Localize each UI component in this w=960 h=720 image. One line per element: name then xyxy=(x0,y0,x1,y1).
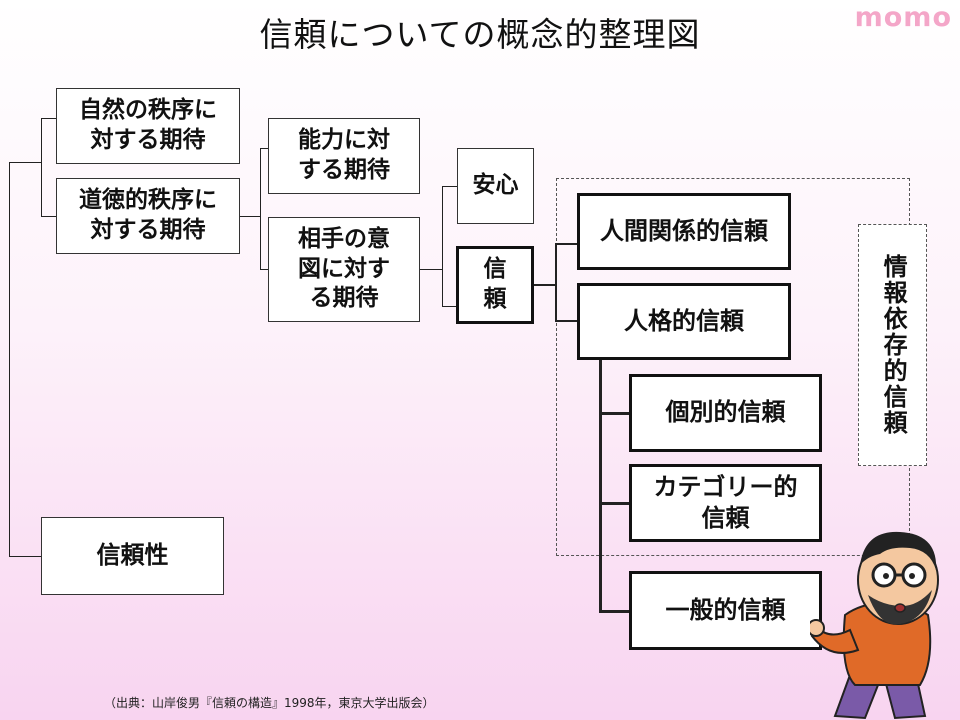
node-information-dependent-trust-label: 情報依存的信頼 xyxy=(879,254,908,436)
node-assurance-label: 安心 xyxy=(472,172,519,199)
brand-logo: momo xyxy=(854,2,952,33)
node-intention-expectation: 相手の意 図に対す る期待 xyxy=(268,217,420,322)
connector-to-intention xyxy=(260,269,268,270)
node-natural-order-label: 自然の秩序に 対する期待 xyxy=(79,97,217,153)
node-intention-label: 相手の意 図に対す る期待 xyxy=(298,225,390,312)
node-ability-expectation: 能力に対 する期待 xyxy=(268,118,420,194)
page-title: 信頼についての概念的整理図 xyxy=(259,15,701,54)
node-assurance: 安心 xyxy=(457,148,534,224)
connector-to-category-trust xyxy=(599,502,630,505)
connector-personal-vertical xyxy=(599,358,602,613)
connector-to-ability xyxy=(260,148,268,149)
node-natural-order-expectation: 自然の秩序に 対する期待 xyxy=(56,88,240,164)
node-trust-label: 信 頼 xyxy=(483,256,507,312)
connector-to-moral-order xyxy=(41,216,56,217)
connector-trust-vertical xyxy=(555,243,557,322)
connector-trust-out xyxy=(532,284,556,286)
node-individual-trust: 個別的信頼 xyxy=(629,374,822,452)
connector-root-to-expectations xyxy=(9,162,41,163)
connector-to-natural-order xyxy=(41,118,56,119)
node-category-trust: カテゴリー的 信頼 xyxy=(629,464,822,542)
node-relational-trust: 人間関係的信頼 xyxy=(577,193,791,270)
node-relational-trust-label: 人間関係的信頼 xyxy=(600,216,768,245)
connector-root-to-trustworthiness xyxy=(9,556,41,557)
node-information-dependent-trust: 情報依存的信頼 xyxy=(858,224,927,466)
node-personal-trust: 人格的信頼 xyxy=(577,283,791,360)
node-personal-trust-label: 人格的信頼 xyxy=(624,306,744,335)
connector-to-relational-trust xyxy=(555,243,578,245)
node-general-trust: 一般的信頼 xyxy=(629,571,822,650)
node-ability-label: 能力に対 する期待 xyxy=(298,127,390,183)
node-general-trust-label: 一般的信頼 xyxy=(665,595,786,624)
citation-text: （出典：山岸俊男『信頼の構造』1998年，東京大学出版会） xyxy=(104,696,435,710)
connector-to-individual-trust xyxy=(599,412,630,415)
node-trustworthiness-label: 信頼性 xyxy=(96,541,169,570)
connector-to-general-trust xyxy=(599,610,630,613)
connector-intention-vertical xyxy=(442,186,443,306)
node-moral-order-label: 道徳的秩序に 対する期待 xyxy=(79,187,217,243)
node-individual-trust-label: 個別的信頼 xyxy=(665,398,786,427)
connector-to-personal-trust xyxy=(555,320,578,322)
presenter-illustration xyxy=(810,531,939,720)
connector-to-assurance xyxy=(442,186,457,187)
connector-expectation-vertical xyxy=(41,118,42,216)
connector-root-vertical xyxy=(9,162,10,557)
connector-moral-out xyxy=(240,216,260,217)
node-trustworthiness: 信頼性 xyxy=(41,517,224,595)
connector-intention-out xyxy=(420,269,442,270)
node-category-trust-label: カテゴリー的 信頼 xyxy=(653,472,798,532)
node-trust: 信 頼 xyxy=(456,246,534,324)
connector-to-trust xyxy=(442,306,457,307)
connector-moral-vertical xyxy=(260,148,261,269)
node-moral-order-expectation: 道徳的秩序に 対する期待 xyxy=(56,178,240,254)
